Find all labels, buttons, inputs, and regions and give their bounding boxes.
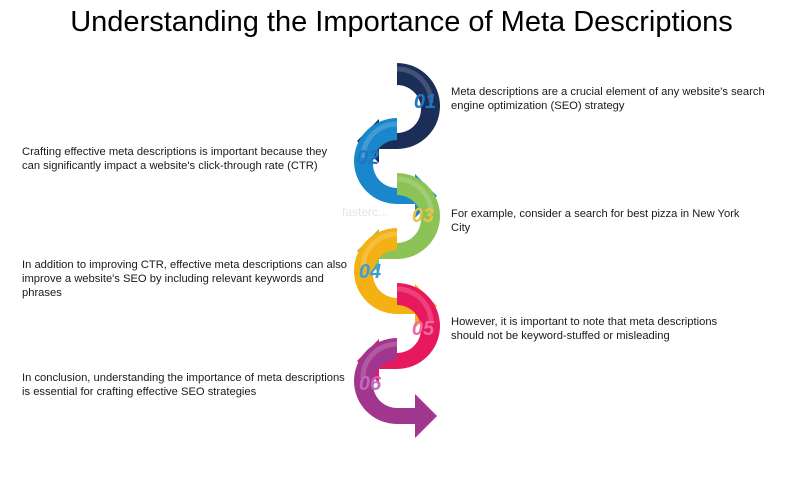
step-3-description: For example, consider a search for best … <box>451 208 740 234</box>
step-3-number: 03 <box>412 205 434 227</box>
step-6-arrow <box>354 338 437 438</box>
step-4-highlight <box>360 231 398 269</box>
step-5-number: 05 <box>412 318 435 340</box>
step-2-number: 02 <box>357 147 379 169</box>
step-3-highlight <box>396 176 434 214</box>
step-6-highlight <box>360 341 398 379</box>
step-6-number: 06 <box>359 373 382 395</box>
watermark: fasterc... <box>342 205 389 219</box>
step-1-highlight <box>396 66 434 104</box>
step-5-highlight <box>396 286 434 324</box>
step-5-description: However, it is important to note that me… <box>451 316 718 342</box>
step-2-highlight <box>360 121 398 159</box>
step-1-number: 01 <box>414 91 436 113</box>
step-1-description: Meta descriptions are a crucial element … <box>451 86 765 112</box>
step-2-description: Crafting effective meta descriptions is … <box>22 146 328 172</box>
step-4-description: In addition to improving CTR, effective … <box>22 259 348 299</box>
step-4-number: 04 <box>359 261 381 283</box>
step-6-description: In conclusion, understanding the importa… <box>22 372 345 398</box>
page-title: Understanding the Importance of Meta Des… <box>70 6 733 38</box>
